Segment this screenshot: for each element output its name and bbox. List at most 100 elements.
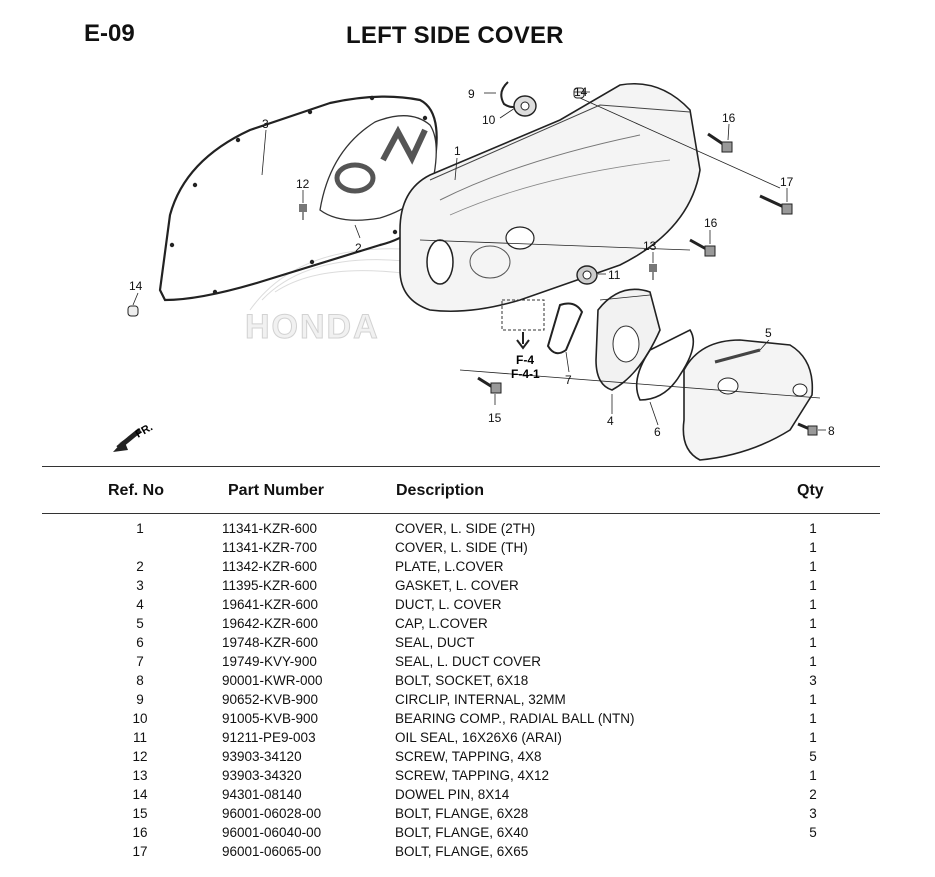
ref-no-cell: 5 xyxy=(136,616,144,631)
qty-cell: 1 xyxy=(809,711,817,726)
description-cell: BOLT, SOCKET, 6X18 xyxy=(395,673,529,688)
bolt-flange-6x40-upper xyxy=(707,132,733,153)
ref-no-cell: 16 xyxy=(132,825,148,840)
part-number-cell: 91005-KVB-900 xyxy=(222,711,319,726)
qty-cell: 1 xyxy=(809,578,817,593)
plate-l-cover xyxy=(319,115,437,221)
qty-cell: 1 xyxy=(809,597,817,612)
table-row: 9 90652-KVB-900 CIRCLIP, INTERNAL, 32MM 1 xyxy=(0,691,935,710)
qty-cell: 1 xyxy=(809,521,817,536)
part-number-cell: 11341-KZR-600 xyxy=(222,521,318,536)
callout-11: 11 xyxy=(608,268,621,282)
reference-arrow xyxy=(516,332,530,350)
bolt-flange-6x28 xyxy=(477,376,502,394)
part-number-cell: 19749-KVY-900 xyxy=(222,654,317,669)
description-cell: DUCT, L. COVER xyxy=(395,597,502,612)
table-row: 11341-KZR-700 COVER, L. SIDE (TH) 1 xyxy=(0,539,935,558)
callout-2: 2 xyxy=(355,241,362,255)
callout-6: 6 xyxy=(654,425,661,439)
qty-cell: 1 xyxy=(809,692,817,707)
dowel-pin-left xyxy=(127,305,139,317)
description-cell: BOLT, FLANGE, 6X65 xyxy=(395,844,529,859)
table-row: 7 19749-KVY-900 SEAL, L. DUCT COVER 1 xyxy=(0,653,935,672)
qty-cell: 1 xyxy=(809,540,817,555)
header-part-number: Part Number xyxy=(228,482,325,499)
callout-labels: 1 2 3 4 5 6 7 8 9 10 11 12 13 14 14 15 1… xyxy=(129,85,835,439)
description-cell: COVER, L. SIDE (2TH) xyxy=(395,521,536,536)
part-number-cell: 11342-KZR-600 xyxy=(222,559,318,574)
seal-duct xyxy=(635,328,695,401)
callout-14-right: 14 xyxy=(574,85,588,99)
description-cell: GASKET, L. COVER xyxy=(395,578,519,593)
ref-no-cell: 13 xyxy=(132,768,148,783)
header-description: Description xyxy=(396,482,485,499)
table-row: 5 19642-KZR-600 CAP, L.COVER 1 xyxy=(0,615,935,634)
qty-cell: 1 xyxy=(809,654,817,669)
ref-no-cell: 7 xyxy=(136,654,144,669)
callout-17: 17 xyxy=(780,175,794,189)
callout-12: 12 xyxy=(296,177,310,191)
header-ref-no: Ref. No xyxy=(108,482,164,499)
ref-no-cell: 9 xyxy=(136,692,144,707)
ref-no-cell: 3 xyxy=(136,578,144,593)
part-number-cell: 93903-34320 xyxy=(222,768,302,783)
part-number-cell: 90652-KVB-900 xyxy=(222,692,319,707)
description-cell: SEAL, DUCT xyxy=(395,635,475,650)
gasket-holes xyxy=(169,95,433,295)
screw-tapping-4x12 xyxy=(649,264,657,280)
part-number-cell: 94301-08140 xyxy=(222,787,302,802)
callout-14-left: 14 xyxy=(129,279,143,293)
part-number-cell: 90001-KWR-000 xyxy=(222,673,323,688)
qty-cell: 1 xyxy=(809,730,817,745)
honda-wing-watermark xyxy=(249,248,421,311)
description-cell: COVER, L. SIDE (TH) xyxy=(395,540,528,555)
description-cell: CIRCLIP, INTERNAL, 32MM xyxy=(395,692,566,707)
part-number-cell: 11341-KZR-700 xyxy=(222,540,318,555)
cover-l-side xyxy=(399,82,701,312)
description-cell: DOWEL PIN, 8X14 xyxy=(395,787,510,802)
part-number-cell: 91211-PE9-003 xyxy=(222,730,316,745)
description-cell: SEAL, L. DUCT COVER xyxy=(395,654,542,669)
callout-16-upper: 16 xyxy=(722,111,736,125)
qty-cell: 1 xyxy=(809,768,817,783)
diagram-code: E-09 xyxy=(84,20,135,47)
table-header-rule xyxy=(42,513,880,514)
ref-no-cell: 4 xyxy=(136,597,144,612)
part-number-cell: 19642-KZR-600 xyxy=(222,616,319,631)
callout-5: 5 xyxy=(765,326,772,340)
gasket-l-cover xyxy=(158,95,438,302)
table-row: 11 91211-PE9-003 OIL SEAL, 16X26X6 (ARAI) 1 xyxy=(0,729,935,748)
description-cell: PLATE, L.COVER xyxy=(395,559,504,574)
table-top-rule xyxy=(42,466,880,467)
honda-watermark: HONDA xyxy=(245,308,380,346)
callout-7: 7 xyxy=(565,373,572,387)
header-qty: Qty xyxy=(797,482,824,499)
bolt-flange-6x65 xyxy=(759,194,793,215)
callout-8: 8 xyxy=(828,424,835,438)
leader-lines xyxy=(132,91,826,431)
qty-cell: 1 xyxy=(809,635,817,650)
description-cell: BEARING COMP., RADIAL BALL (NTN) xyxy=(395,711,635,726)
cap-l-cover xyxy=(682,339,814,461)
description-cell: CAP, L.COVER xyxy=(395,616,488,631)
ref-no-cell: 6 xyxy=(136,635,144,650)
dowel-pin-right xyxy=(573,87,585,99)
description-cell: BOLT, FLANGE, 6X28 xyxy=(395,806,529,821)
bolt-flange-6x40-lower xyxy=(689,238,716,257)
part-number-cell: 96001-06065-00 xyxy=(222,844,322,859)
qty-cell: 2 xyxy=(809,787,817,802)
callout-3: 3 xyxy=(262,117,269,131)
qty-cell: 1 xyxy=(809,616,817,631)
ref-no-cell: 11 xyxy=(132,730,147,745)
qty-cell: 5 xyxy=(809,825,817,840)
description-cell: OIL SEAL, 16X26X6 (ARAI) xyxy=(395,730,562,745)
